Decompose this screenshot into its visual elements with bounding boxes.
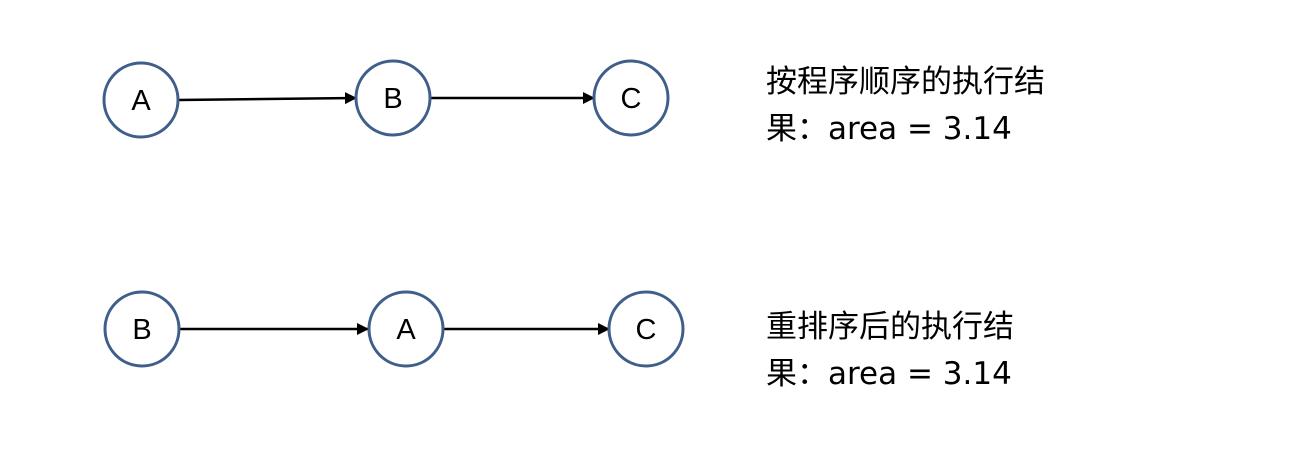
flow-node: A bbox=[102, 61, 180, 139]
node-circle bbox=[354, 59, 432, 137]
caption-line-2: 果：area = 3.14 bbox=[766, 111, 1012, 147]
node-label: A bbox=[131, 85, 151, 117]
node-label: A bbox=[396, 314, 416, 346]
caption-line-2: 果：area = 3.14 bbox=[766, 356, 1012, 392]
reordered-result-caption: 重排序后的执行结 果：area = 3.14 bbox=[766, 304, 1116, 398]
node-circle bbox=[607, 290, 685, 368]
caption-line-1: 按程序顺序的执行结 bbox=[766, 64, 1045, 100]
node-label: B bbox=[383, 83, 402, 115]
node-circle bbox=[103, 290, 181, 368]
reordered-flow: B A C bbox=[103, 290, 685, 368]
caption-line-1: 重排序后的执行结 bbox=[766, 309, 1014, 345]
flow-node: A bbox=[367, 290, 445, 368]
flow-node: C bbox=[607, 290, 685, 368]
node-label: C bbox=[621, 83, 642, 115]
node-circle bbox=[592, 59, 670, 137]
edge-node1-to-node2 bbox=[177, 92, 357, 105]
flow-node: B bbox=[103, 290, 181, 368]
flow-node: B bbox=[354, 59, 432, 137]
program-order-result-caption: 按程序顺序的执行结 果：area = 3.14 bbox=[766, 59, 1116, 153]
node-label: C bbox=[636, 314, 657, 346]
node-circle bbox=[367, 290, 445, 368]
node-circle bbox=[102, 61, 180, 139]
program-order-flow: A B C bbox=[102, 59, 670, 139]
node-label: B bbox=[132, 314, 151, 346]
flow-node: C bbox=[592, 59, 670, 137]
